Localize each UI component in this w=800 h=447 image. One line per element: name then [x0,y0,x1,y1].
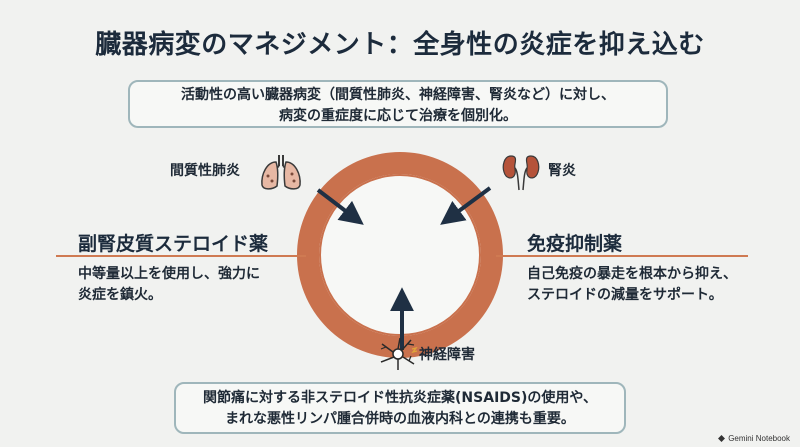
footer-label: Gemini Notebook [728,434,790,443]
steroid-description: 中等量以上を使用し、強力に 炎症を鎮火。 [78,264,308,306]
immunosuppressant-title: 免疫抑制薬 [527,233,623,255]
arrow-lung [316,188,364,225]
intro-line-1: 活動性の高い臓器病変（間質性肺炎、神経障害、腎炎など）に対し、 [181,87,615,103]
arrow-kidney [440,186,492,225]
steroid-title: 副腎皮質ステロイド薬 [78,233,269,255]
organ-label-nerve: 神経障害 [419,347,475,363]
kidney-icon [502,155,540,191]
footer-brand: Gemini Notebook [718,434,790,443]
steroid-line-2: 炎症を鎮火。 [78,287,162,303]
organ-label-kidney: 腎炎 [548,163,576,179]
lungs-icon [261,155,301,190]
sparkle-icon [718,435,726,443]
note-line-2: まれな悪性リンパ腫合併時の血液内科との連携も重要。 [225,411,575,427]
immunosuppressant-line-2: ステロイドの減量をサポート。 [527,287,723,303]
immunosuppressant-line-1: 自己免疫の暴走を根本から抑え、 [527,266,737,282]
intro-line-2: 病変の重症度に応じて治療を個別化。 [279,108,517,124]
immunosuppressant-description: 自己免疫の暴走を根本から抑え、 ステロイドの減量をサポート。 [527,264,777,306]
note-box: 関節痛に対する非ステロイド性抗炎症薬(NSAIDS)の使用や、 まれな悪性リンパ… [174,382,626,434]
nerve-cell-icon [380,337,418,370]
steroid-line-1: 中等量以上を使用し、強力に [78,266,260,282]
intro-box: 活動性の高い臓器病変（間質性肺炎、神経障害、腎炎など）に対し、 病変の重症度に応… [128,80,668,128]
note-line-1: 関節痛に対する非ステロイド性抗炎症薬(NSAIDS)の使用や、 [203,390,597,406]
page-title: 臓器病変のマネジメント：全身性の炎症を抑え込む [95,30,705,60]
steroid-divider [56,255,306,257]
organ-label-lung: 間質性肺炎 [170,163,240,179]
immunosuppressant-divider [496,255,748,257]
